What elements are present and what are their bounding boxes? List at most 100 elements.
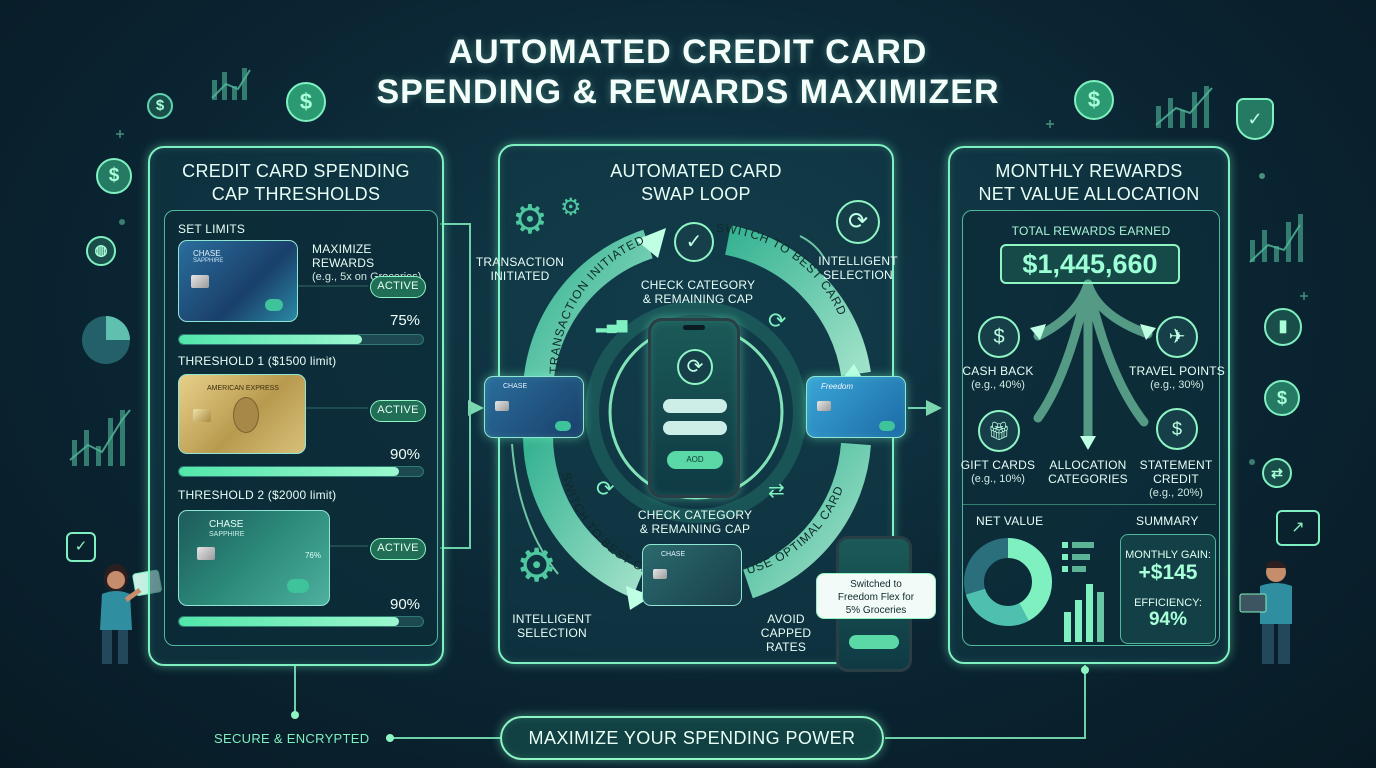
divider: [962, 504, 1216, 505]
chase-card-bottom[interactable]: CHASE: [642, 544, 742, 606]
phone-mockup: ⟳ AOD: [648, 318, 740, 498]
card-logo-icon: [555, 421, 571, 431]
bar-chart-icon: ▮: [1264, 308, 1302, 346]
efficiency-label: EFFICIENCY:: [1134, 597, 1202, 609]
spending-cap-panel: CREDIT CARD SPENDING CAP THRESHOLDS SET …: [148, 146, 444, 666]
refresh-icon: ⟳: [836, 200, 880, 244]
threshold-2-label: THRESHOLD 2 ($2000 limit): [178, 488, 337, 502]
card-name: SAPPHIRE: [209, 531, 245, 538]
allocation-categories-label: ALLOCATION CATEGORIES: [1048, 458, 1128, 486]
check-category-bottom-label: CHECK CATEGORY & REMAINING CAP: [637, 508, 753, 536]
amex-gold-card[interactable]: AMERICAN EXPRESS: [178, 374, 306, 454]
gear-bottom-icon: ⚙: [516, 539, 558, 591]
usage-percent: 75%: [390, 312, 421, 329]
exchange-icon: ⇄: [1262, 458, 1292, 488]
shield-check-icon: ✓: [1236, 98, 1274, 140]
mini-chart-icon: ▂▄▆: [596, 316, 628, 332]
card-chip: [191, 275, 209, 288]
gear-small-icon: ⚙: [560, 194, 582, 221]
phone-sync-icon: ⟳: [677, 349, 713, 385]
dollar-icon: $: [147, 93, 173, 119]
sync-icon: ⟳: [768, 308, 787, 333]
monthly-gain-label: MONTHLY GAIN:: [1125, 549, 1211, 561]
gear-icon: ⚙: [512, 198, 548, 242]
check-category-top-label: CHECK CATEGORY & REMAINING CAP: [640, 278, 756, 306]
active-badge: ACTIVE: [370, 400, 426, 422]
secure-encrypted-label: SECURE & ENCRYPTED: [214, 731, 370, 746]
main-title-line2: SPENDING & REWARDS MAXIMIZER: [376, 73, 1000, 111]
panel-title: AUTOMATED CARD SWAP LOOP: [610, 161, 782, 204]
card-logo-icon: [287, 579, 309, 593]
globe-icon: ◍: [86, 236, 116, 266]
check-icon: ✓: [674, 222, 714, 262]
statement-credit-label: STATEMENT CREDIT (e.g., 20%): [1139, 458, 1213, 499]
maximize-spending-power-button[interactable]: MAXIMIZE YOUR SPENDING POWER: [500, 716, 884, 760]
usage-percent: 90%: [390, 446, 421, 463]
chase-sapphire-card[interactable]: CHASE SAPPHIRE: [178, 240, 298, 322]
phone-add-button[interactable]: AOD: [667, 451, 723, 469]
panel-title: CREDIT CARD SPENDING CAP THRESHOLDS: [182, 161, 410, 204]
main-title: AUTOMATED CREDIT CARD SPENDING & REWARDS…: [0, 32, 1376, 112]
net-value-chart: [964, 538, 1104, 642]
summary-box: MONTHLY GAIN: +$145 EFFICIENCY: 94%: [1120, 534, 1216, 644]
person-left-illustration: [100, 564, 162, 664]
travel-points-label: TRAVEL POINTS (e.g., 30%): [1129, 364, 1225, 391]
allocation-flow-arrows: [1030, 279, 1156, 450]
phone-field-2[interactable]: [663, 421, 727, 435]
total-rewards-value: $1,445,660: [1000, 244, 1180, 284]
card-brand: CHASE: [193, 249, 221, 258]
card-brand: CHASE: [503, 383, 528, 390]
transaction-initiated-label: TRANSACTION INITIATED: [475, 255, 565, 283]
efficiency-value: 94%: [1148, 609, 1188, 630]
phone-field-1[interactable]: [663, 399, 727, 413]
person-right-illustration: [1239, 560, 1292, 664]
card-logo-icon: [265, 299, 283, 311]
card-chip: [193, 409, 211, 422]
cash-back-label: CASH BACK (e.g., 40%): [962, 364, 1034, 391]
phone-confirm-button[interactable]: [849, 635, 899, 649]
dollar-icon: $: [286, 82, 326, 122]
threshold-1-label: THRESHOLD 1 ($1500 limit): [178, 354, 337, 368]
usage-bar: [178, 466, 424, 477]
cash-back-icon: $: [978, 316, 1020, 358]
swap-arrows-icon: ⇄: [768, 480, 785, 502]
usage-bar: [178, 334, 424, 345]
card-chip: [817, 401, 831, 411]
usage-bar-fill: [179, 467, 399, 476]
dollar-icon: $: [96, 158, 132, 194]
usage-bar-fill: [179, 617, 399, 626]
set-limits-label: SET LIMITS: [178, 222, 246, 236]
card-name: SAPPHIRE: [193, 258, 224, 264]
shield-icon: ✓: [66, 532, 96, 562]
chase-card-left[interactable]: CHASE: [484, 376, 584, 438]
gift-icon: 🎁︎: [978, 410, 1020, 452]
airplane-icon: ✈: [1156, 316, 1198, 358]
usage-bar: [178, 616, 424, 627]
freedom-card-right[interactable]: Freedom: [806, 376, 906, 438]
monthly-gain-value: +$145: [1138, 561, 1198, 584]
trend-chart-icon: ↗: [1276, 510, 1320, 546]
phone-notch: [683, 325, 705, 330]
active-badge: ACTIVE: [370, 538, 426, 560]
sync-icon: ⟳: [596, 476, 615, 501]
summary-label: SUMMARY: [1136, 514, 1199, 528]
chase-sapphire-card-2[interactable]: CHASE SAPPHIRE 76%: [178, 510, 330, 606]
card-percent: 76%: [304, 551, 321, 560]
card-brand: CHASE: [661, 551, 686, 558]
avoid-capped-rates-label: AVOID CAPPED RATES: [760, 612, 812, 654]
card-brand: Freedom: [821, 382, 854, 391]
card-chip: [495, 401, 509, 411]
card-logo-icon: [879, 421, 895, 431]
card-chip: [653, 569, 667, 579]
panel-title: MONTHLY REWARDS NET VALUE ALLOCATION: [978, 161, 1200, 204]
switch-notification-toast: Switched to Freedom Flex for 5% Grocerie…: [816, 573, 936, 619]
active-badge: ACTIVE: [370, 276, 426, 298]
main-title-line1: AUTOMATED CREDIT CARD: [448, 33, 928, 71]
intelligent-selection-bottom-label: INTELLIGENT SELECTION: [512, 612, 592, 640]
statement-icon: $: [1156, 408, 1198, 450]
dollar-icon: $: [1074, 80, 1114, 120]
gift-cards-label: GIFT CARDS (e.g., 10%): [960, 458, 1036, 485]
usage-percent: 90%: [390, 596, 421, 613]
dollar-icon: $: [1264, 380, 1300, 416]
